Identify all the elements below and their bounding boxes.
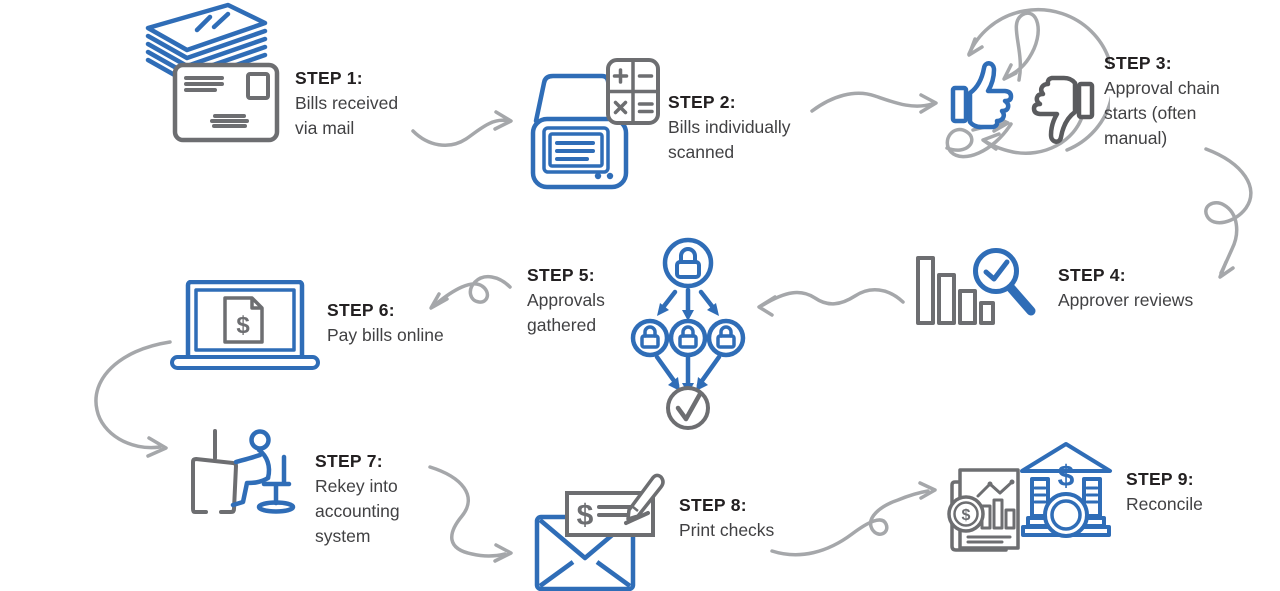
bar-chart <box>916 256 995 325</box>
step-8-line: Print checks <box>679 520 775 540</box>
step-3-line: starts (often <box>1104 103 1197 123</box>
arrow-step3-to-step4-head <box>1218 260 1235 279</box>
step-7-label: STEP 7: <box>315 451 383 471</box>
step-6-text: STEP 6: Pay bills online <box>327 298 444 348</box>
step-6-line: Pay bills online <box>327 325 444 345</box>
dollar-document: $ <box>223 296 264 344</box>
step-4-text: STEP 4: Approver reviews <box>1058 263 1193 313</box>
arrow-step5-to-step6-head <box>429 292 449 310</box>
step-1-text: STEP 1: Bills received via mail <box>295 66 398 141</box>
approved-check <box>666 386 710 430</box>
step-7-text: STEP 7: Rekey into accounting system <box>315 449 400 549</box>
step-3-line: Approval chain <box>1104 78 1220 98</box>
dollar-glyph: $ <box>1058 460 1075 493</box>
step-2-label: STEP 2: <box>668 92 736 112</box>
hierarchy-arrowheads <box>657 303 719 394</box>
step-1-line: Bills received <box>295 93 399 113</box>
mail-stack-icon <box>130 0 290 155</box>
financial-report: $ <box>947 468 1020 552</box>
arrow-step7-to-step8 <box>428 465 507 558</box>
step-7-line: system <box>315 526 371 546</box>
calculator <box>606 58 660 125</box>
arrow-step4-to-step5 <box>761 288 905 307</box>
step-9-line: Reconcile <box>1126 494 1203 514</box>
thumbs-up-icon <box>950 61 1014 130</box>
step-9-text: STEP 9: Reconcile <box>1126 467 1203 517</box>
approval-hierarchy-icon <box>622 236 754 432</box>
dollar-glyph: $ <box>236 312 250 339</box>
arrow-step1-to-step2 <box>411 118 510 148</box>
step-3-text: STEP 3: Approval chain starts (often man… <box>1104 51 1220 151</box>
envelope <box>172 62 280 143</box>
scanner-calculator-icon <box>523 55 668 197</box>
step-4-label: STEP 4: <box>1058 265 1126 285</box>
step-5-text: STEP 5: Approvals gathered <box>527 263 605 338</box>
step-9-label: STEP 9: <box>1126 469 1194 489</box>
scanner <box>530 73 629 190</box>
step-2-line: scanned <box>668 142 735 162</box>
step-3-label: STEP 3: <box>1104 53 1172 73</box>
desk <box>191 429 238 514</box>
pen-icon <box>626 473 665 521</box>
chart-magnifier-icon <box>905 245 1045 330</box>
arrow-step6-to-step7-head <box>146 436 168 458</box>
arrow-step5-to-step6 <box>434 274 512 306</box>
approval-swirl-arrows <box>945 7 1110 159</box>
step-4-line: Approver reviews <box>1058 290 1194 310</box>
arrow-step7-to-step8-head <box>493 543 513 563</box>
thumbs-up-down-icon <box>925 2 1110 174</box>
dollar-glyph: $ <box>962 507 971 524</box>
magnifier-check <box>973 248 1036 316</box>
dollar-glyph: $ <box>577 499 594 532</box>
check-envelope-pen-icon: $ <box>533 465 673 591</box>
laptop-dollar-icon: $ <box>170 280 320 370</box>
seated-person <box>230 429 296 514</box>
arrow-step2-to-step3 <box>810 91 934 113</box>
step-6-label: STEP 6: <box>327 300 395 320</box>
step-5-line: Approvals <box>527 290 605 310</box>
approver-nodes <box>630 237 746 388</box>
step-7-line: Rekey into <box>315 476 398 496</box>
step-5-line: gathered <box>527 315 597 335</box>
arrow-step4-to-step5-head <box>757 295 777 317</box>
arrow-step2-to-step3-head <box>919 93 938 114</box>
bank-icon: $ <box>1020 442 1112 538</box>
person-desk-icon <box>180 425 310 525</box>
arrow-step8-to-step9 <box>770 489 930 557</box>
step-7-line: accounting <box>315 501 400 521</box>
step-2-text: STEP 2: Bills individually scanned <box>668 90 791 165</box>
arrow-step1-to-step2-head <box>493 110 513 131</box>
step-2-line: Bills individually <box>668 117 791 137</box>
thumbs-down-icon <box>1031 75 1095 144</box>
arrow-step8-to-step9-head <box>918 481 937 500</box>
step-1-label: STEP 1: <box>295 68 363 88</box>
step-5-label: STEP 5: <box>527 265 595 285</box>
bank-reconcile-icon: $ $ <box>938 438 1118 556</box>
step-1-line: via mail <box>295 118 355 138</box>
arrow-step3-to-step4 <box>1204 147 1253 275</box>
step-3-line: manual) <box>1104 128 1168 148</box>
step-8-text: STEP 8: Print checks <box>679 493 774 543</box>
step-8-label: STEP 8: <box>679 495 747 515</box>
arrow-step6-to-step7 <box>94 340 172 450</box>
